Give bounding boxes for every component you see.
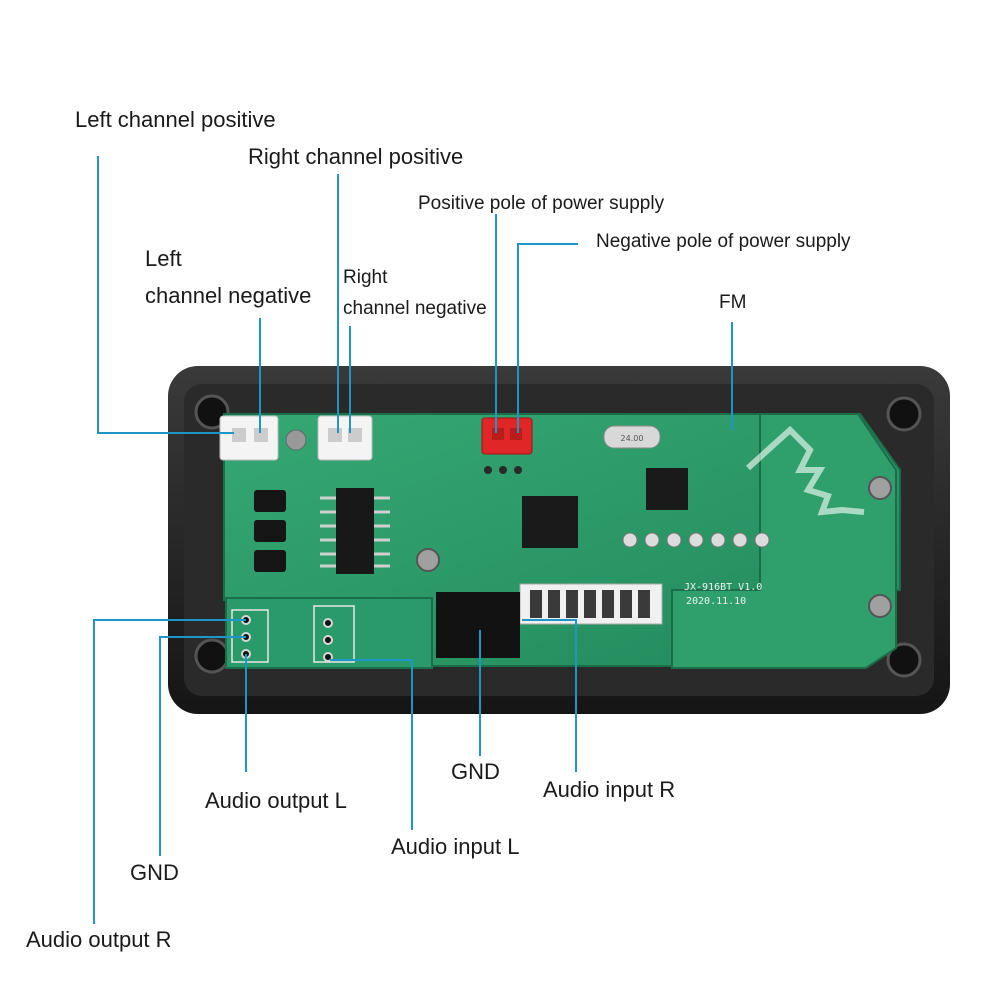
label-right-channel-negative-line1: Right [343,267,388,288]
header-pins [622,532,770,548]
label-right-channel-negative-line2: channel negative [343,298,487,319]
power-connector [481,417,533,455]
crystal-label: 24.00 [621,434,644,443]
label-audio-input-r: Audio input R [543,777,676,802]
label-audio-output-l: Audio output L [205,788,347,813]
leader-negative-pole [517,243,578,433]
audio-in-pins [323,618,333,662]
label-fm: FM [719,292,747,313]
board-date: 2020.11.10 [686,596,746,607]
label-gnd-left: GND [130,860,179,885]
regulator-chip [522,496,578,548]
label-left-channel-negative-line2: channel negative [145,283,312,308]
crystal [603,425,661,449]
leader-gnd-left [159,636,246,856]
leader-left-channel-positive [97,156,234,434]
amplifier-ic [336,488,374,574]
right-speaker-connector [317,415,373,461]
label-left-channel-positive: Left channel positive [75,107,276,132]
label-left-channel-negative-line1: Left [145,246,182,271]
bluetooth-chip [646,468,688,510]
label-audio-output-r: Audio output R [26,927,172,952]
mounting-holes [194,394,922,678]
leader-lines [93,156,733,924]
black-bracket [436,592,520,658]
bluetooth-module [671,413,897,669]
screws [416,476,892,618]
inductors [254,490,286,572]
label-audio-input-l: Audio input L [391,834,520,859]
leader-audio-input-l [330,659,413,830]
antenna-trace [745,425,865,516]
left-speaker-connector [219,415,279,461]
label-gnd-center: GND [451,759,500,784]
label-positive-pole: Positive pole of power supply [418,193,665,214]
board-model: JX-916BT V1.0 [684,582,762,593]
label-negative-pole: Negative pole of power supply [596,231,851,252]
leader-audio-input-r [522,619,577,772]
leader-audio-output-r [93,619,246,924]
label-right-channel-negative: Right channel negative [343,262,487,324]
label-right-channel-positive: Right channel positive [248,144,464,169]
label-left-channel-negative: Left channel negative [145,240,311,314]
